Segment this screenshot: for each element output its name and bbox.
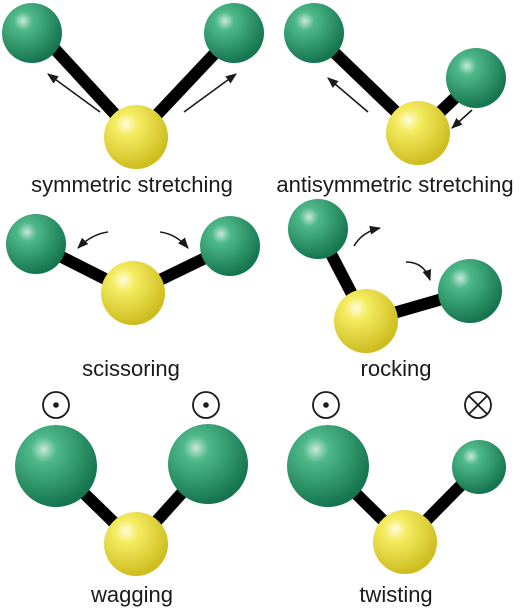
cross-in-circle-icon [464, 391, 492, 419]
motion-arrow [183, 73, 237, 113]
outer-atom [2, 3, 62, 63]
outer-atom [200, 216, 260, 276]
outer-atom [168, 424, 248, 504]
mode-label: symmetric stretching [31, 172, 233, 197]
motion-arrow [77, 231, 109, 249]
center-atom [334, 289, 398, 353]
mode-label: wagging [90, 582, 173, 607]
dot-in-circle-icon [192, 391, 220, 419]
mode-label: antisymmetric stretching [276, 172, 513, 197]
motion-arrow [159, 231, 189, 249]
outer-atom [438, 259, 502, 323]
outer-atom [15, 425, 97, 507]
panel-scissoring: scissoring [6, 214, 260, 381]
mode-label: rocking [361, 356, 432, 381]
outer-atom [446, 48, 506, 108]
outer-atom [284, 3, 344, 63]
outer-atom [287, 425, 369, 507]
outer-atom [452, 440, 506, 494]
center-atom [104, 105, 168, 169]
panel-antisymmetric-stretching: antisymmetric stretching [276, 3, 514, 197]
motion-arrow [405, 261, 432, 282]
panel-twisting: twisting [287, 391, 506, 607]
center-atom [101, 261, 165, 325]
motion-arrow [451, 109, 473, 129]
center-atom [373, 510, 437, 574]
mode-label: twisting [359, 582, 432, 607]
center-atom [386, 101, 450, 165]
outer-atom [204, 3, 264, 63]
panel-rocking: rocking [288, 199, 502, 381]
panel-symmetric-stretching: symmetric stretching [2, 3, 264, 197]
motion-arrow [47, 73, 101, 113]
outer-atom [6, 214, 66, 274]
dot-in-circle-icon [42, 391, 70, 419]
outer-atom [288, 199, 348, 259]
motion-arrow [327, 77, 369, 113]
center-atom [104, 512, 168, 576]
dot-in-circle-icon [312, 391, 340, 419]
motion-arrow [353, 225, 382, 247]
mode-label: scissoring [82, 356, 180, 381]
panel-wagging: wagging [15, 391, 248, 607]
